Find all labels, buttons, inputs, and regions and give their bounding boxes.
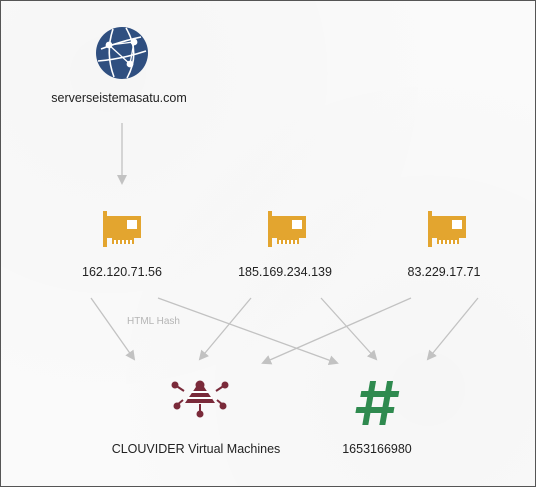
network-card-icon <box>428 211 466 247</box>
ip-node-2[interactable]: 185.169.234.139 <box>238 211 332 279</box>
edge-ip-1-to-hash <box>157 297 339 365</box>
network-hub-icon <box>171 380 229 418</box>
network-card-icon <box>103 211 141 247</box>
edge-ip-2-to-hash <box>320 297 378 361</box>
ip-node-label: 83.229.17.71 <box>408 265 481 279</box>
domain-node-label: serverseistemasatu.com <box>51 91 186 105</box>
hash-node[interactable]: 1653166980 <box>342 381 412 456</box>
edges <box>90 123 479 365</box>
hash-node-label: 1653166980 <box>342 442 412 456</box>
network-card-icon <box>268 211 306 247</box>
ip-node-label: 162.120.71.56 <box>82 265 162 279</box>
asn-node-label: CLOUVIDER Virtual Machines <box>112 442 281 456</box>
globe-network-icon <box>96 27 148 79</box>
edge-ip-3-to-hash <box>426 297 479 361</box>
asn-node[interactable]: CLOUVIDER Virtual Machines <box>112 380 281 457</box>
ip-node-1[interactable]: 162.120.71.56 <box>82 211 162 279</box>
edge-label-html-hash: HTML Hash <box>127 316 180 327</box>
edge-ip-3-to-asn <box>261 297 412 365</box>
ip-node-3[interactable]: 83.229.17.71 <box>408 211 481 279</box>
hash-icon <box>355 381 400 425</box>
edge-ip-2-to-asn <box>198 297 252 361</box>
ip-node-label: 185.169.234.139 <box>238 265 332 279</box>
domain-node[interactable]: serverseistemasatu.com <box>51 27 187 105</box>
edge-ip-1-to-asn <box>90 297 136 361</box>
